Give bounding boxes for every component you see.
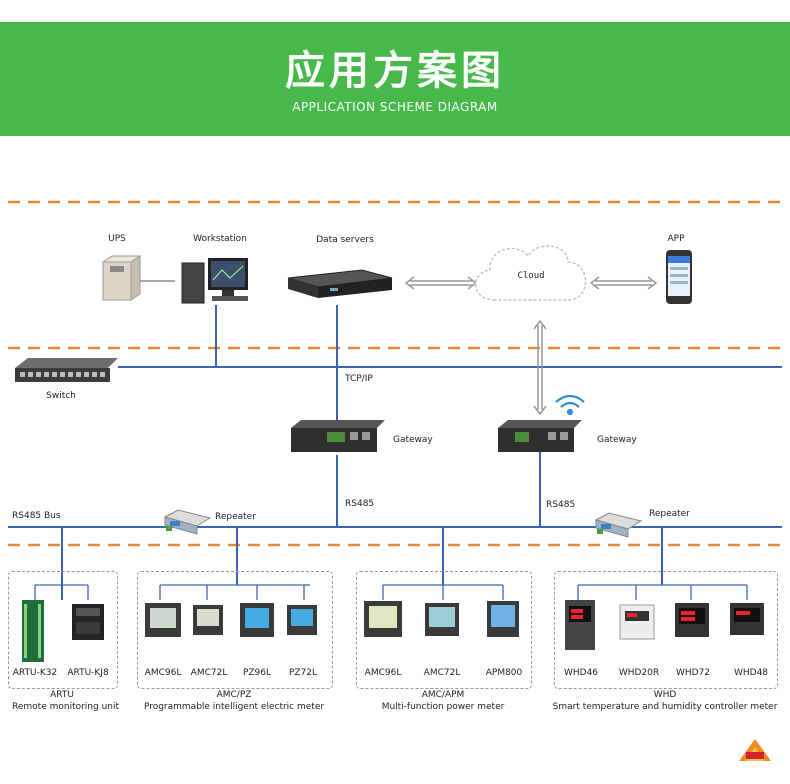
amcapm-item-1: AMC96L xyxy=(364,668,402,678)
rs485-right-label: RS485 xyxy=(546,500,576,510)
whd-item-1: WHD46 xyxy=(563,668,599,678)
gateway-right-icon xyxy=(498,420,582,452)
page-title: 应用方案图 xyxy=(285,48,505,94)
arrows xyxy=(404,276,658,416)
amcpz-item-4: PZ72L xyxy=(288,668,318,678)
gateway-right-label: Gateway xyxy=(597,435,637,445)
page-subtitle: APPLICATION SCHEME DIAGRAM xyxy=(292,100,498,114)
amcapm-item-3: APM800 xyxy=(485,668,523,678)
repeater-left-icon xyxy=(163,509,212,535)
wifi-icon xyxy=(555,394,585,416)
amcapm-item-2: AMC72L xyxy=(423,668,461,678)
switch-label: Switch xyxy=(46,391,76,401)
data-servers-label: Data servers xyxy=(316,235,374,245)
artu-desc: Remote monitoring unit xyxy=(12,702,120,712)
data-server-icon xyxy=(287,269,393,298)
whd-item-4: WHD48 xyxy=(733,668,769,678)
repeater-right-icon xyxy=(594,512,643,538)
cloud-label: Cloud xyxy=(517,271,545,281)
ups-icon xyxy=(101,255,142,301)
amcpz-desc: Programmable intelligent electric meter xyxy=(143,702,325,712)
group-amcpz xyxy=(137,571,333,689)
gateway-left-label: Gateway xyxy=(393,435,433,445)
repeater-right-label: Repeater xyxy=(649,509,690,519)
amcapm-meter-icons xyxy=(364,601,519,637)
artu-item-2: ARTU-KJ8 xyxy=(67,668,109,678)
app-label: APP xyxy=(667,234,685,244)
whd-title: WHD xyxy=(653,690,677,700)
amcpz-title: AMC/PZ xyxy=(216,690,252,700)
repeater-left-label: Repeater xyxy=(215,512,256,522)
amcpz-item-3: PZ96L xyxy=(242,668,272,678)
artu-kj8-icon xyxy=(72,604,104,640)
group-amcapm xyxy=(356,571,532,689)
artu-caption: ARTU Remote monitoring unit xyxy=(12,689,120,713)
header-banner xyxy=(0,22,790,136)
rs485-bus-label: RS485 Bus xyxy=(12,511,61,521)
group-whd xyxy=(554,571,778,689)
cloud-icon xyxy=(474,245,587,301)
artu-k32-icon xyxy=(22,600,44,662)
workstation-label: Workstation xyxy=(193,234,247,244)
brand-logo-icon xyxy=(739,739,771,761)
workstation-icon xyxy=(181,258,248,304)
amcpz-item-1: AMC96L xyxy=(144,668,182,678)
amcapm-title: AMC/APM xyxy=(421,690,465,700)
artu-title: ARTU xyxy=(50,690,74,700)
group-artu xyxy=(8,571,118,689)
section-dividers xyxy=(8,200,782,547)
ups-label: UPS xyxy=(108,234,126,244)
app-phone-icon xyxy=(666,250,692,304)
amcapm-desc: Multi-function power meter xyxy=(381,702,505,712)
whd-caption: WHD Smart temperature and humidity contr… xyxy=(550,689,780,713)
rs485-left-label: RS485 xyxy=(345,499,375,509)
whd-desc: Smart temperature and humidity controlle… xyxy=(552,702,778,712)
whd-item-3: WHD72 xyxy=(675,668,711,678)
amcpz-meter-icons xyxy=(145,603,317,637)
gateway-left-icon xyxy=(291,420,385,452)
switch-icon xyxy=(15,358,118,382)
artu-item-1: ARTU-K32 xyxy=(12,668,58,678)
whd-item-2: WHD20R xyxy=(618,668,660,678)
amcapm-caption: AMC/APM Multi-function power meter xyxy=(353,689,533,713)
whd-controller-icons xyxy=(565,600,764,650)
amcpz-item-2: AMC72L xyxy=(190,668,228,678)
amcpz-caption: AMC/PZ Programmable intelligent electric… xyxy=(134,689,334,713)
tcpip-label: TCP/IP xyxy=(345,374,373,384)
